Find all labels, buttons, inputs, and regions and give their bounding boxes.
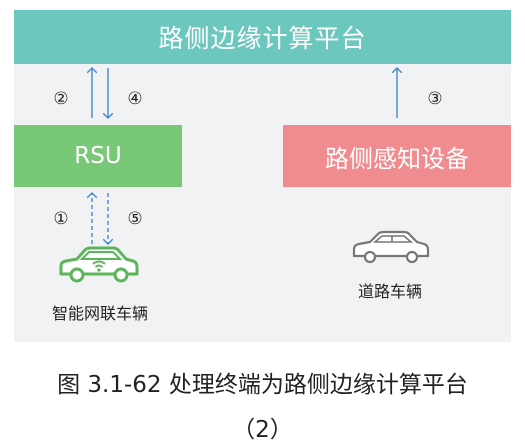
rsu-box: RSU: [14, 125, 182, 187]
rsu-label: RSU: [74, 143, 122, 169]
connected-car-icon: [59, 246, 139, 283]
road-car-icon: [352, 230, 430, 264]
diagram: 路侧边缘计算平台 RSU 路侧感知设备 ② ④ ③ ① ⑤: [0, 0, 525, 342]
edge-platform-label: 路侧边缘计算平台: [158, 24, 367, 53]
road-vehicle-label: 道路车辆: [357, 282, 422, 301]
roadside-sensor-label: 路侧感知设备: [325, 144, 469, 173]
step-3-marker: ③: [427, 89, 443, 109]
step-2-marker: ②: [53, 89, 69, 109]
background-panel: [14, 64, 511, 342]
connected-vehicle-label: 智能网联车辆: [51, 304, 148, 323]
step-5-marker: ⑤: [127, 209, 143, 229]
step-1-marker: ①: [53, 209, 69, 229]
arrows-layer: [0, 0, 525, 340]
edge-platform-box: 路侧边缘计算平台: [14, 10, 511, 64]
roadside-sensor-box: 路侧感知设备: [283, 125, 511, 187]
step-4-marker: ④: [127, 89, 143, 109]
figure-caption: 图 3.1-62 处理终端为路侧边缘计算平台: [57, 372, 468, 398]
figure-caption-continued: （2）: [232, 417, 293, 443]
